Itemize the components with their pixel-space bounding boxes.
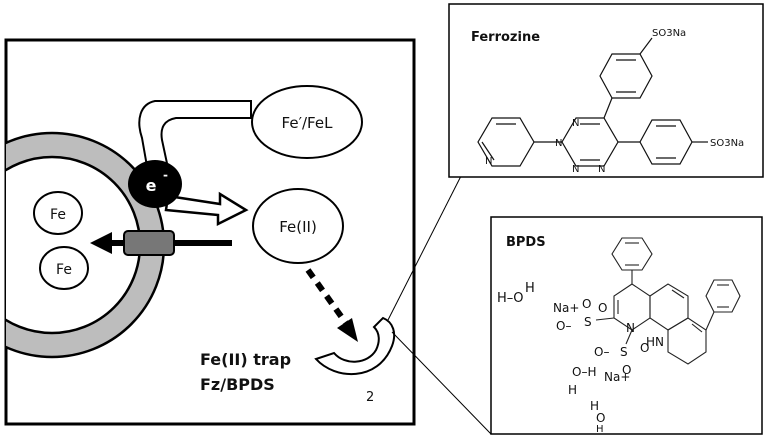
bpds-o3: O (640, 341, 649, 355)
transporter (123, 230, 175, 256)
cell-membrane (6, 131, 166, 359)
bpds-s2: S (620, 345, 628, 359)
ferrozine-panel: Ferrozine N (448, 3, 764, 178)
bpds-o1: O (582, 297, 591, 311)
fe-ligand-label: Fe′/FeL (282, 114, 334, 132)
bpds-n-ring: N (626, 321, 635, 335)
electron-transfer-arrow (164, 191, 249, 227)
bpds-o-minus2: O– (594, 345, 609, 359)
electron-carrier: e - (128, 160, 182, 208)
fe-label-bottom: Fe (56, 262, 72, 278)
ferrozine-title: Ferrozine (471, 30, 540, 45)
bpds-water1: H–O (497, 291, 524, 306)
bpds-s1: S (584, 315, 592, 329)
bpds-water2: O–H (572, 365, 596, 379)
fe-ii-trap-symbol (314, 316, 396, 376)
ferrozine-structure (477, 37, 708, 167)
bpds-o-minus1: O– (556, 319, 571, 333)
fz-n4: N (598, 164, 605, 175)
species-fe-ligand: Fe′/FeL (251, 85, 363, 159)
trap-subscript: 2 (366, 390, 374, 405)
connector-to-ferrozine (387, 175, 462, 321)
fz-n-pyridine: N (485, 156, 492, 167)
bpds-structure (595, 237, 741, 365)
bpds-hn: HN (646, 335, 664, 349)
bpds-water1-h: H (525, 281, 535, 296)
fe-label-top: Fe (50, 207, 66, 223)
bpds-o2: O (598, 301, 607, 315)
bpds-o4: O (622, 363, 631, 377)
bpds-panel: BPDS H–O H Na+ (490, 216, 763, 435)
bpds-water3: H (590, 399, 599, 413)
bpds-water3-h: H (596, 424, 604, 435)
main-panel: Fe Fe e - Fe′/FeL Fe(II) (4, 38, 416, 426)
trap-label-line1: Fe(II) trap (200, 350, 291, 369)
electron-sign: - (163, 168, 168, 182)
fz-n3: N (572, 164, 579, 175)
bpds-water2-h: H (568, 383, 577, 397)
capture-arrow (305, 268, 358, 342)
fe-ii-label: Fe(II) (279, 218, 317, 236)
species-fe-ii: Fe(II) (252, 188, 344, 264)
fz-n2: N (555, 138, 562, 149)
intracellular-fe-top: Fe (33, 191, 83, 235)
trap-label-line2: Fz/BPDS (200, 375, 275, 394)
connector-to-bpds (391, 331, 492, 435)
bpds-water3-o: O (596, 411, 605, 425)
bpds-title: BPDS (506, 235, 546, 250)
bpds-na1: Na+ (553, 301, 579, 315)
electron-label: e (146, 176, 157, 195)
fz-so3na-top: SO3Na (652, 28, 686, 39)
fz-n1: N (572, 118, 579, 129)
intracellular-fe-bottom: Fe (39, 246, 89, 290)
fz-so3na-right: SO3Na (710, 138, 744, 149)
bpds-na2: Na+ (604, 370, 630, 384)
